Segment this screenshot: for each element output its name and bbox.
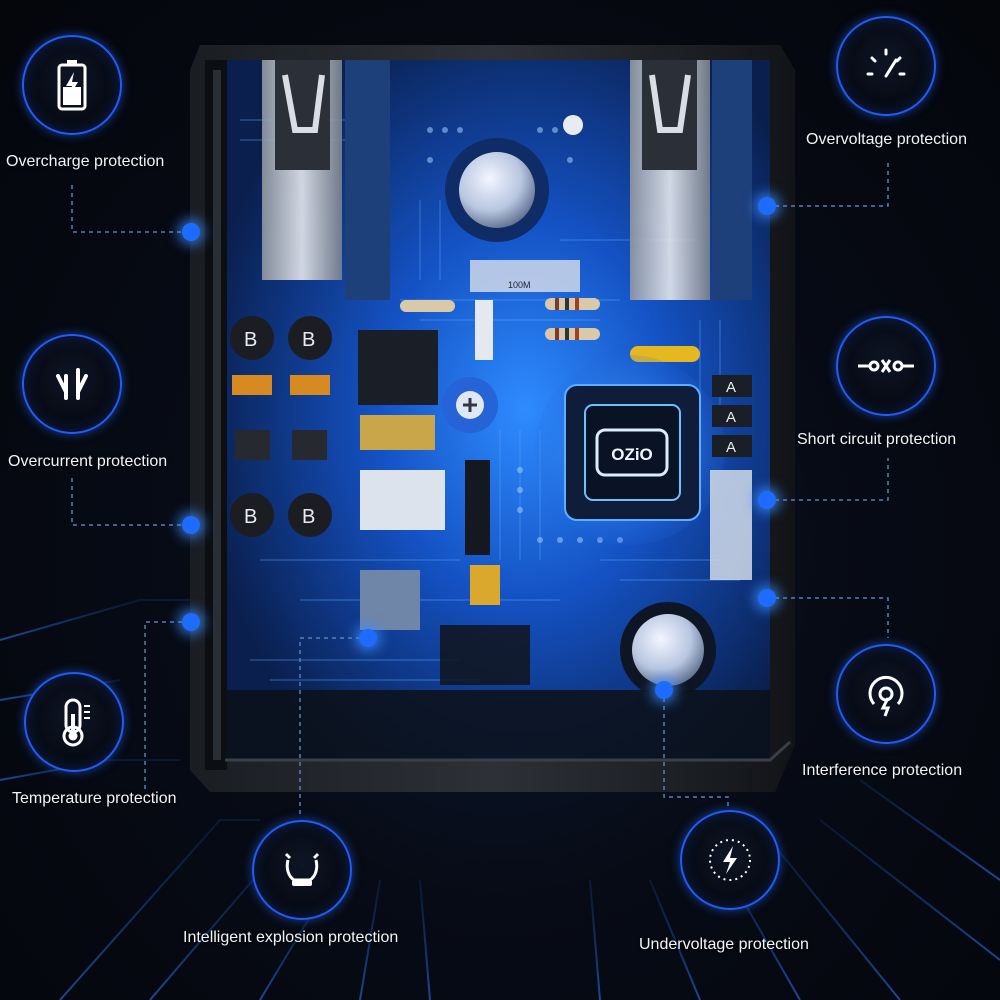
overcurrent-label: Overcurrent protection (8, 453, 168, 470)
explosion-shield-icon (252, 820, 352, 920)
cap-mark: B (244, 329, 257, 351)
cap-mark: B (302, 506, 315, 528)
battery-charging-icon (22, 35, 122, 135)
cap-mark: B (302, 329, 315, 351)
thermometer-icon (24, 672, 124, 772)
callout-dot (758, 491, 776, 509)
callout-dot (182, 223, 200, 241)
callout-dot (182, 516, 200, 534)
signal-interference-icon (836, 644, 936, 744)
callout-dot (359, 629, 377, 647)
callout-dot (758, 589, 776, 607)
chip-brand: OZiO (611, 445, 653, 464)
callout-dot (758, 197, 776, 215)
overcharge-label: Overcharge protection (6, 153, 165, 170)
lightning-gauge-icon (680, 810, 780, 910)
diode-mark: A (726, 379, 736, 396)
callout-dot (655, 681, 673, 699)
short-circuit-icon (836, 316, 936, 416)
cap-mark: B (244, 506, 257, 528)
diode-mark: A (726, 409, 736, 426)
short-circuit-label: Short circuit protection (797, 431, 957, 448)
undervoltage-label: Undervoltage protection (639, 936, 809, 953)
callout-dot (182, 613, 200, 631)
diode-mark: A (726, 439, 736, 456)
temperature-label: Temperature protection (12, 790, 177, 807)
overvoltage-label: Overvoltage protection (806, 131, 967, 148)
current-arrows-icon (22, 334, 122, 434)
explosion-label: Intelligent explosion protection (183, 929, 399, 946)
resistor-code: 100M (508, 280, 531, 290)
interference-label: Interference protection (802, 762, 963, 779)
gauge-needle-icon (836, 16, 936, 116)
